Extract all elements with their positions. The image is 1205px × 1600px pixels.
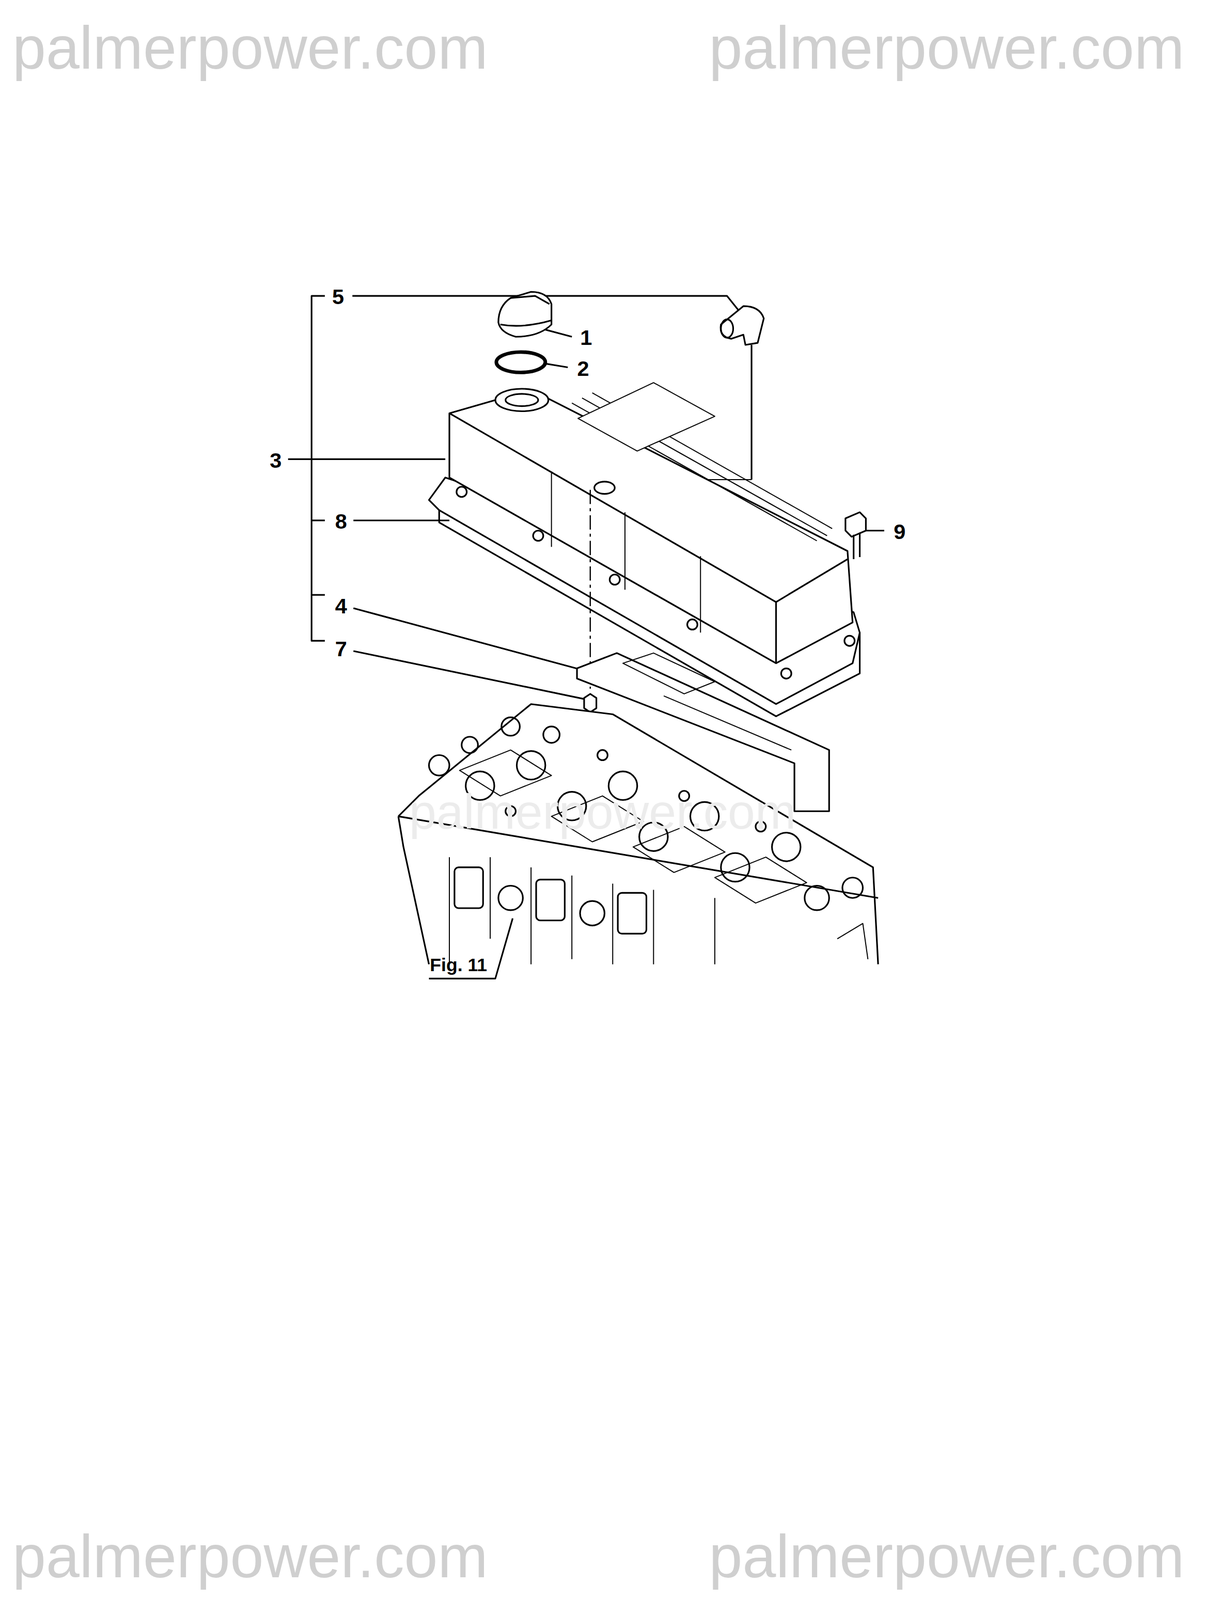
- watermark: palmerpower.com: [709, 1527, 1185, 1588]
- leader-line: [429, 918, 513, 980]
- leader-line: [288, 458, 446, 461]
- leader-line: [543, 363, 568, 368]
- callout-number: 4: [335, 596, 348, 618]
- callout-number: 2: [576, 357, 589, 380]
- leader-line: [353, 519, 450, 522]
- o-ring: [496, 352, 546, 373]
- watermark: palmerpower.com: [12, 1527, 489, 1588]
- figure-reference: Fig. 11: [429, 957, 488, 976]
- plate-bolt: [584, 694, 597, 713]
- cover-bolt: [845, 512, 867, 560]
- leader-line: [865, 529, 885, 532]
- watermark: palmerpower.com: [409, 787, 796, 837]
- callout-number: 1: [580, 327, 592, 350]
- callout-number: 3: [269, 449, 282, 472]
- group-bracket: [311, 295, 325, 641]
- callout-number: 8: [335, 511, 348, 534]
- callout-number: 7: [335, 638, 348, 661]
- cylinder-head: [398, 704, 879, 965]
- filler-cap: [498, 291, 552, 337]
- callout-number: 9: [893, 521, 906, 543]
- leader-line: [353, 651, 585, 700]
- watermark: palmerpower.com: [709, 18, 1185, 79]
- leader-line: [353, 608, 581, 670]
- callout-number: 5: [332, 286, 344, 309]
- watermark: palmerpower.com: [12, 18, 489, 79]
